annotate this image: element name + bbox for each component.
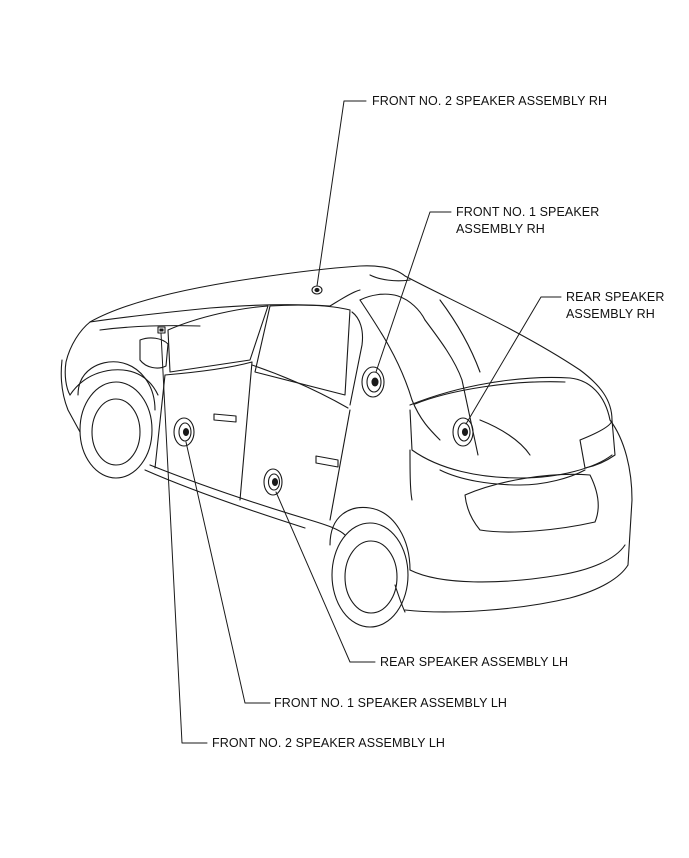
leader-front-no2-rh	[316, 100, 367, 287]
label-front-no1-speaker-lh: FRONT NO. 1 SPEAKER ASSEMBLY LH	[274, 695, 507, 712]
label-text: REAR SPEAKER ASSEMBLY LH	[380, 655, 569, 669]
leader-rear-lh	[275, 491, 376, 663]
label-text-line1: REAR SPEAKER	[566, 290, 665, 304]
label-front-no1-speaker-rh: FRONT NO. 1 SPEAKER ASSEMBLY RH	[456, 204, 599, 238]
speaker-front-no1-lh	[173, 417, 195, 447]
label-text: FRONT NO. 1 SPEAKER ASSEMBLY LH	[274, 696, 508, 710]
label-text: FRONT NO. 2 SPEAKER ASSEMBLY RH	[372, 94, 608, 108]
label-front-no2-speaker-rh: FRONT NO. 2 SPEAKER ASSEMBLY RH	[372, 93, 607, 110]
label-text: FRONT NO. 2 SPEAKER ASSEMBLY LH	[212, 736, 446, 750]
car-body	[60, 265, 633, 628]
label-text-line1: FRONT NO. 1 SPEAKER	[456, 205, 600, 219]
label-text-line2: ASSEMBLY RH	[456, 222, 545, 236]
leader-rear-rh	[465, 296, 562, 425]
label-front-no2-speaker-lh: FRONT NO. 2 SPEAKER ASSEMBLY LH	[212, 735, 445, 752]
leader-front-no2-lh	[160, 332, 208, 744]
label-rear-speaker-lh: REAR SPEAKER ASSEMBLY LH	[380, 654, 568, 671]
speaker-front-no2-lh	[157, 326, 166, 334]
speaker-rear-rh	[452, 417, 474, 447]
speaker-front-no2-rh	[311, 285, 323, 295]
speaker-front-no1-rh	[361, 366, 385, 398]
leader-lines	[160, 100, 562, 744]
label-text-line2: ASSEMBLY RH	[566, 307, 655, 321]
label-rear-speaker-rh: REAR SPEAKER ASSEMBLY RH	[566, 289, 664, 323]
leader-front-no1-lh	[185, 441, 271, 704]
leader-front-no1-rh	[375, 211, 452, 373]
speaker-rear-lh	[263, 468, 283, 496]
